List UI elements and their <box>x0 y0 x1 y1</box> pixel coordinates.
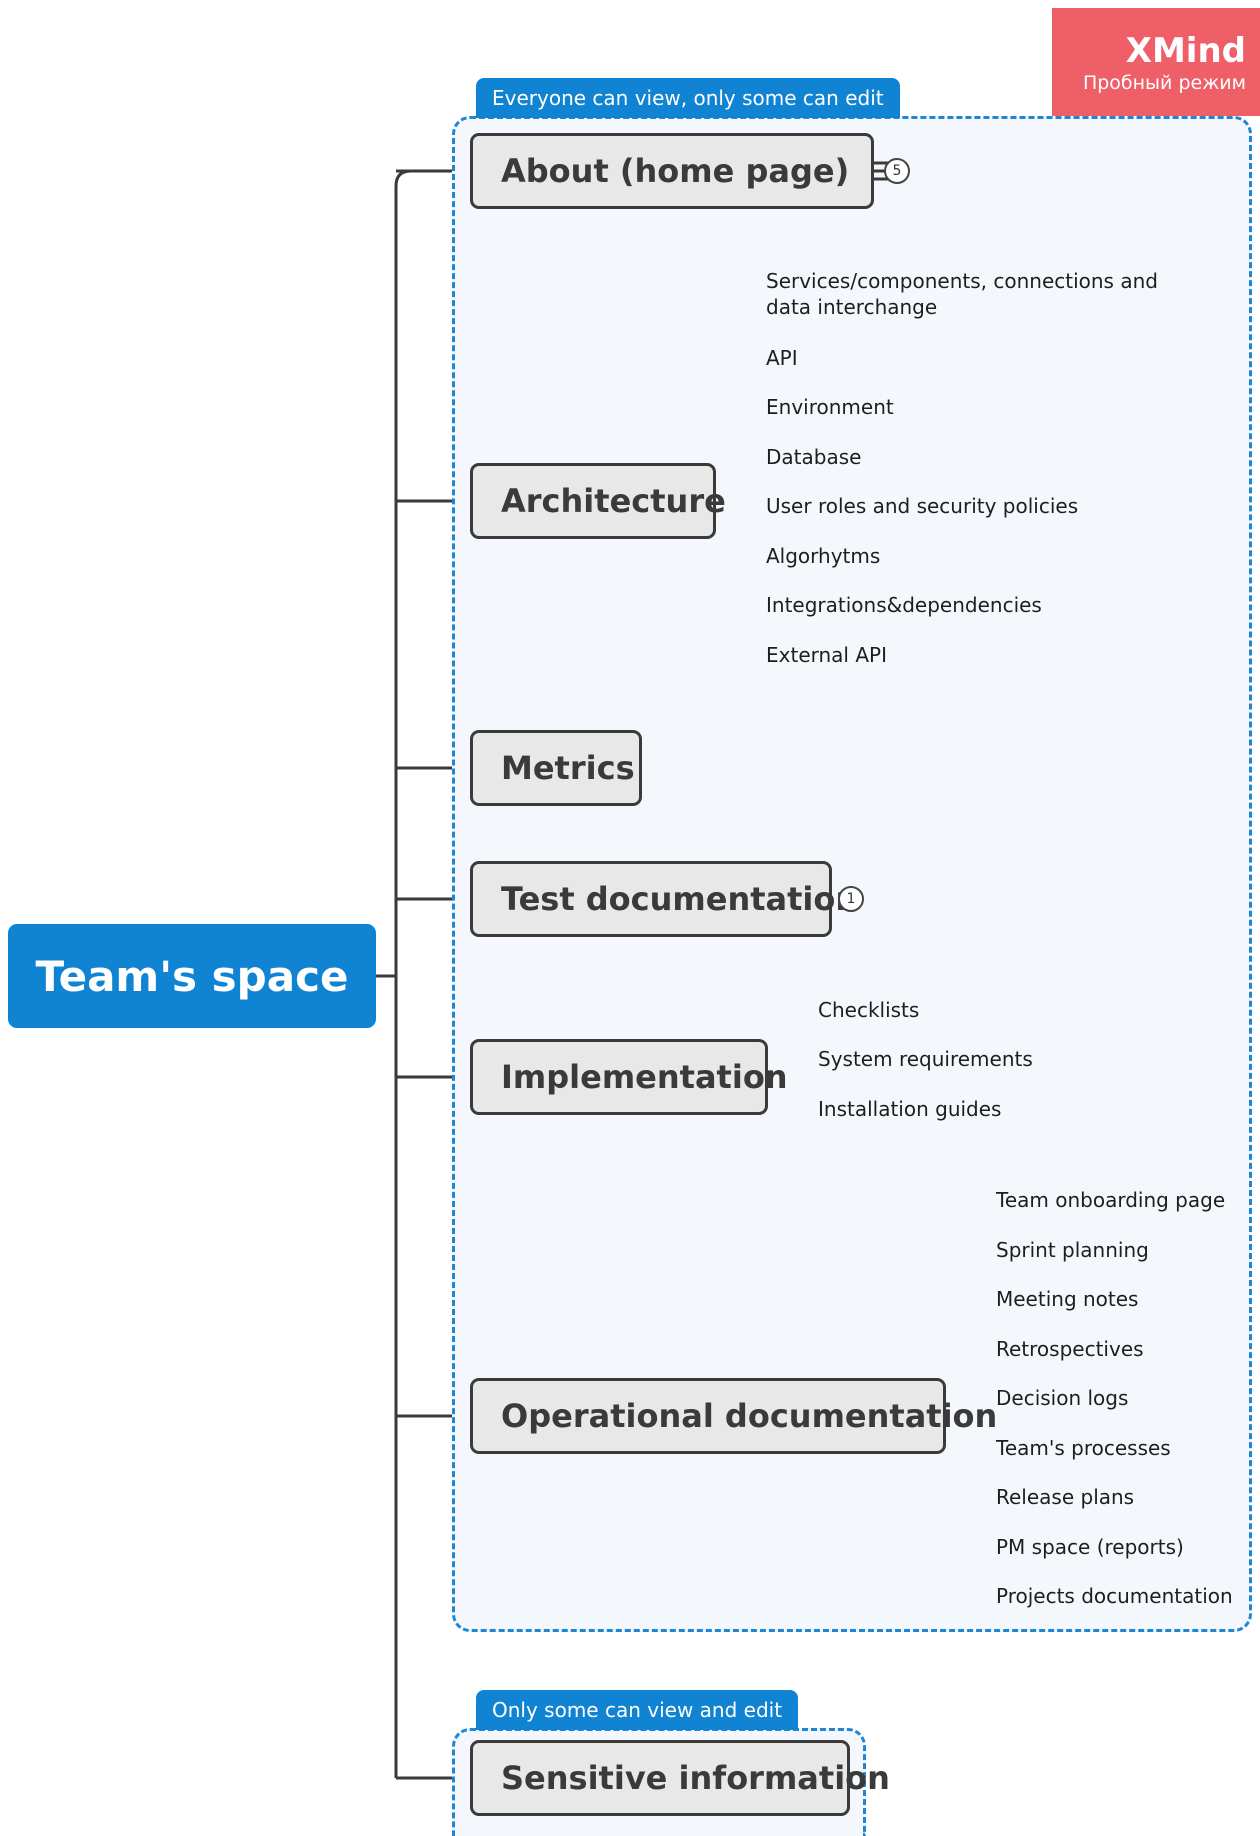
subtopic-retrospectives[interactable]: Retrospectives <box>996 1337 1144 1361</box>
subtopic-teams-processes[interactable]: Team's processes <box>996 1436 1171 1460</box>
subtopic-decision-logs[interactable]: Decision logs <box>996 1386 1129 1410</box>
topic-about-label: About (home page) <box>501 152 850 190</box>
subtopic-external-api[interactable]: External API <box>766 643 887 667</box>
subtopic-environment[interactable]: Environment <box>766 395 894 419</box>
topic-operational-documentation[interactable]: Operational documentation <box>470 1378 997 1454</box>
subtopic-team-onboarding[interactable]: Team onboarding page <box>996 1188 1226 1212</box>
topic-about-count-badge[interactable]: 5 <box>884 158 910 184</box>
watermark-brand: XMind <box>1125 31 1246 71</box>
boundary-private-label: Only some can view and edit <box>476 1690 799 1730</box>
subtopic-database[interactable]: Database <box>766 445 862 469</box>
subtopic-algorhytms[interactable]: Algorhytms <box>766 544 881 568</box>
subtopic-user-roles[interactable]: User roles and security policies <box>766 494 1079 518</box>
xmind-trial-watermark: XMind Пробный режим <box>1052 8 1260 116</box>
subtopic-api[interactable]: API <box>766 346 798 370</box>
subtopic-sprint-planning[interactable]: Sprint planning <box>996 1238 1149 1262</box>
subtopic-meeting-notes[interactable]: Meeting notes <box>996 1287 1139 1311</box>
subtopic-projects-documentation[interactable]: Projects documentation <box>996 1584 1233 1608</box>
subtopic-integrations[interactable]: Integrations&dependencies <box>766 593 1042 617</box>
subtopic-installation-guides[interactable]: Installation guides <box>818 1097 1002 1121</box>
watermark-subtitle: Пробный режим <box>1082 72 1246 94</box>
topic-metrics[interactable]: Metrics <box>470 730 642 806</box>
topic-about[interactable]: About (home page) <box>470 133 900 209</box>
boundary-public-label: Everyone can view, only some can edit <box>476 78 900 118</box>
topic-test-documentation[interactable]: Test documentation <box>470 861 858 937</box>
subtopic-system-requirements[interactable]: System requirements <box>818 1047 1033 1071</box>
topic-sensitive-information[interactable]: Sensitive information <box>470 1740 890 1816</box>
subtopic-pm-space[interactable]: PM space (reports) <box>996 1535 1184 1559</box>
topic-test-documentation-count-badge[interactable]: 1 <box>838 886 864 912</box>
subtopic-services[interactable]: Services/components, connections and dat… <box>766 269 1158 319</box>
topic-implementation[interactable]: Implementation <box>470 1039 788 1115</box>
central-topic[interactable]: Team's space <box>8 924 376 1028</box>
subtopic-release-plans[interactable]: Release plans <box>996 1485 1135 1509</box>
topic-architecture[interactable]: Architecture <box>470 463 726 539</box>
subtopic-checklists[interactable]: Checklists <box>818 998 920 1022</box>
